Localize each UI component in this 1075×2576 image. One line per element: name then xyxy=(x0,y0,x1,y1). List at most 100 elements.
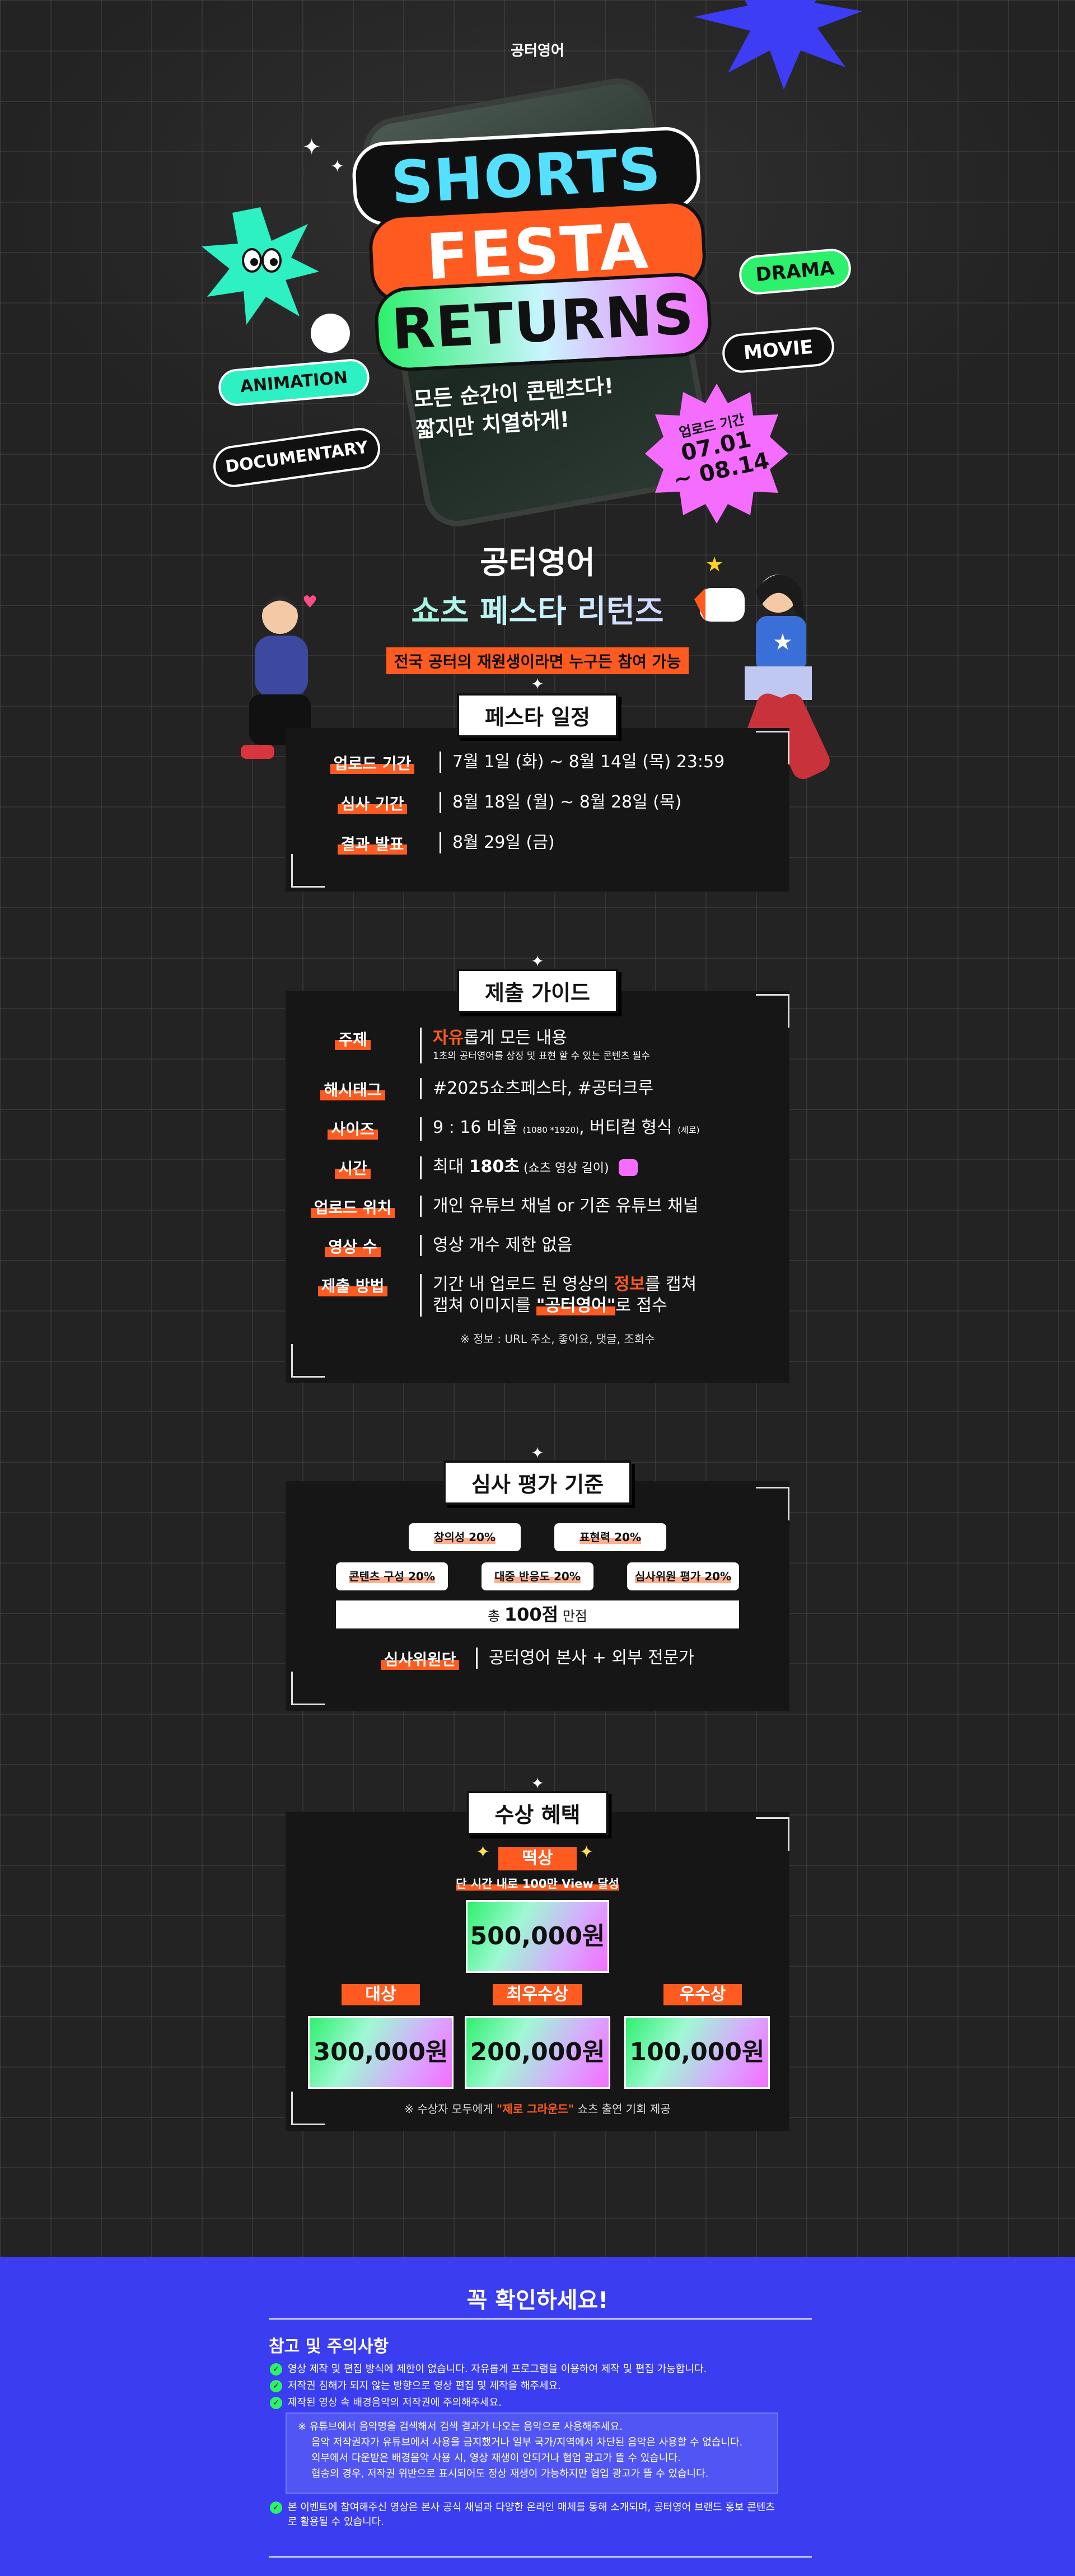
sparkle-icon: ✦ xyxy=(476,1842,490,1862)
guide-label: 업로드 위치 xyxy=(310,1196,395,1218)
prize-special-amount: 500,000원 xyxy=(466,1900,609,1973)
guide-row-time: 시간 최대 180초 (쇼츠 영상 길이) xyxy=(302,1156,638,1179)
notice-item: ✓ 본 이벤트에 참여해주신 영상은 본사 공식 채널과 다양한 온라인 매체를… xyxy=(270,2500,775,2530)
schedule-value: 7월 1일 (화) ~ 8월 14일 (목) 23:59 xyxy=(440,752,725,773)
sparkle-icon: ✦ xyxy=(531,952,544,970)
prize-excellence-amount: 200,000원 xyxy=(465,2016,610,2089)
guide-theme-sub: 1초의 공터영어를 상징 및 표현 할 수 있는 콘텐츠 필수 xyxy=(433,1051,650,1062)
criteria-item: 표현력 20% xyxy=(554,1523,666,1551)
green-star-mascot-icon xyxy=(202,207,319,325)
corner-bracket xyxy=(291,1672,325,1705)
prize-grand-label: 대상 xyxy=(342,1984,420,2005)
corner-bracket xyxy=(756,1487,789,1520)
guide-row-upload: 업로드 위치 개인 유튜브 채널 or 기존 유튜브 채널 xyxy=(302,1196,698,1218)
notice-item: ✓저작권 침해가 되지 않는 방향으로 영상 편집 및 제작을 해주세요. xyxy=(270,2379,561,2393)
sparkle-icon: ✦ xyxy=(531,675,544,693)
check-icon: ✓ xyxy=(270,2397,282,2409)
criteria-item: 콘텐츠 구성 20% xyxy=(336,1562,448,1590)
corner-bracket xyxy=(291,2092,325,2125)
criteria-title: 심사 평가 기준 xyxy=(443,1460,632,1505)
notice-title: 꼭 확인하세요! xyxy=(466,2288,609,2313)
guide-row-count: 영상 수 영상 개수 제한 없음 xyxy=(302,1235,572,1257)
guide-label: 사이즈 xyxy=(328,1117,378,1140)
guide-value: 최대 180초 (쇼츠 영상 길이) xyxy=(420,1156,638,1179)
guide-card xyxy=(286,991,789,1383)
check-icon: ✓ xyxy=(270,2380,282,2392)
guide-row-method: 제출 방법 기간 내 업로드 된 영상의 정보를 캡쳐 캡쳐 이미지를 "공터영… xyxy=(302,1274,697,1317)
title-returns: RETURNS xyxy=(373,271,713,373)
schedule-value: 8월 18일 (월) ~ 8월 28일 (목) xyxy=(440,792,681,813)
headline-title: 쇼츠 페스타 리턴즈 xyxy=(0,586,1075,632)
divider xyxy=(269,2318,812,2320)
sparkle-icon: ✦ xyxy=(531,1444,544,1462)
criteria-card xyxy=(286,1481,789,1711)
judges-label: 심사위원단 xyxy=(380,1648,460,1670)
guide-title: 제출 가이드 xyxy=(456,969,619,1013)
music-notice-line: 외부에서 다운받은 배경음악 사용 시, 영상 재생이 안되거나 협업 광고가 … xyxy=(311,2452,681,2464)
prize-special-label: 떡상 xyxy=(498,1847,577,1870)
sparkle-icon: ✦ xyxy=(302,134,321,160)
sparkle-icon: ✦ xyxy=(579,1842,594,1862)
schedule-value: 8월 29일 (금) xyxy=(440,832,555,853)
guide-label: 제출 방법 xyxy=(317,1274,388,1296)
guide-value: 영상 개수 제한 없음 xyxy=(420,1235,572,1256)
music-notice-box: ※ 유튜브에서 음악명을 검색해서 검색 결과가 나오는 음악으로 사용해주세요… xyxy=(286,2412,778,2494)
prize-merit-label: 우수상 xyxy=(663,1984,742,2005)
guide-value: 자유롭게 모든 내용 1초의 공터영어를 상징 및 표현 할 수 있는 콘텐츠 … xyxy=(420,1028,650,1063)
prize-special-condition: 단 시간 내로 100만 View 달성 xyxy=(456,1877,619,1891)
criteria-total: 총 100점 만점 xyxy=(336,1600,739,1628)
guide-value: 9 : 16 비율 (1080 *1920), 버티컬 형식 (세로) xyxy=(420,1117,700,1141)
judges-value: 공터영어 본사 + 외부 전문가 xyxy=(476,1648,694,1669)
criteria-item: 창의성 20% xyxy=(409,1523,521,1551)
svg-text:★: ★ xyxy=(705,553,723,576)
upload-period-burst: 업로드 기간 07.01 ~ 08.14 xyxy=(644,381,789,526)
guide-value: 기간 내 업로드 된 영상의 정보를 캡쳐 캡쳐 이미지를 "공터영어"로 접수 xyxy=(420,1274,697,1317)
schedule-row: 업로드 기간 7월 1일 (화) ~ 8월 14일 (목) 23:59 xyxy=(322,752,725,774)
schedule-label: 심사 기간 xyxy=(322,792,423,814)
event-headline: 공터영어 쇼츠 페스타 리턴즈 전국 공터의 재원생이라면 누구든 참여 가능 xyxy=(0,538,1075,674)
music-notice-line: ※ 유튜브에서 음악명을 검색해서 검색 결과가 나오는 음악으로 사용해주세요… xyxy=(298,2421,623,2433)
prize-excellence-label: 최우수상 xyxy=(493,1984,582,2005)
notice-subtitle: 참고 및 주의사항 xyxy=(269,2337,389,2356)
check-icon: ✓ xyxy=(270,2363,282,2376)
schedule-row: 결과 발표 8월 29일 (금) xyxy=(322,832,555,855)
thumbs-emoji-icon xyxy=(619,1159,638,1176)
schedule-row: 심사 기간 8월 18일 (월) ~ 8월 28일 (목) xyxy=(322,792,681,814)
guide-row-hashtag: 해시태그 #2025쇼츠페스타, #공터크루 xyxy=(302,1078,653,1100)
brand-logo: 공터영어 xyxy=(511,43,564,59)
prize-merit-amount: 100,000원 xyxy=(624,2016,770,2089)
guide-method-note: ※ 정보 : URL 주소, 좋아요, 댓글, 조회수 xyxy=(460,1332,655,1346)
sparkle-icon: ✦ xyxy=(330,157,345,176)
svg-text:★: ★ xyxy=(773,629,793,655)
prizes-footnote: ※ 수상자 모두에게 "제로 그라운드" 쇼츠 출연 기회 제공 xyxy=(404,2102,671,2116)
guide-row-size: 사이즈 9 : 16 비율 (1080 *1920), 버티컬 형식 (세로) xyxy=(302,1117,700,1141)
blue-star-decoration xyxy=(694,0,862,90)
judges-row: 심사위원단 공터영어 본사 + 외부 전문가 xyxy=(370,1648,694,1670)
music-notice-line: 협송의 경우, 저작권 위반으로 표시되어도 정상 재생이 가능하지만 협업 광… xyxy=(311,2468,709,2480)
svg-text:♥: ♥ xyxy=(302,592,317,612)
guide-label: 영상 수 xyxy=(325,1235,381,1257)
prize-grand-amount: 300,000원 xyxy=(308,2016,454,2089)
notice-item: ✓제작된 영상 속 배경음악의 저작권에 주의해주세요. xyxy=(270,2396,502,2410)
guide-value: 개인 유튜브 채널 or 기존 유튜브 채널 xyxy=(420,1196,698,1217)
guide-label: 주제 xyxy=(335,1028,371,1050)
sparkle-icon: ✦ xyxy=(531,1774,544,1793)
prizes-title: 수상 혜택 xyxy=(466,1791,609,1835)
guide-value: #2025쇼츠페스타, #공터크루 xyxy=(420,1078,653,1099)
guide-label: 해시태그 xyxy=(320,1078,385,1100)
schedule-label: 업로드 기간 xyxy=(322,752,423,774)
corner-bracket xyxy=(756,1817,789,1851)
criteria-item: 심사위원 평가 20% xyxy=(627,1562,739,1590)
pink-burst-icon xyxy=(645,384,788,524)
divider xyxy=(269,2556,812,2558)
guide-row-theme: 주제 자유롭게 모든 내용 1초의 공터영어를 상징 및 표현 할 수 있는 콘… xyxy=(302,1028,650,1063)
corner-bracket xyxy=(756,731,789,764)
headline-eligibility: 전국 공터의 재원생이라면 누구든 참여 가능 xyxy=(386,647,689,674)
music-notice-line: 음악 저작권자가 유튜브에서 사용을 금지했거나 일부 국가/지역에서 차단된 … xyxy=(311,2437,743,2448)
schedule-title: 페스타 일정 xyxy=(456,693,619,738)
notice-item: ✓영상 제작 및 편집 방식에 제한이 없습니다. 자유롭게 프로그램을 이용하… xyxy=(270,2362,707,2377)
corner-bracket xyxy=(291,854,325,888)
corner-bracket xyxy=(756,994,789,1028)
schedule-label: 결과 발표 xyxy=(322,832,423,855)
guide-label: 시간 xyxy=(335,1156,371,1179)
